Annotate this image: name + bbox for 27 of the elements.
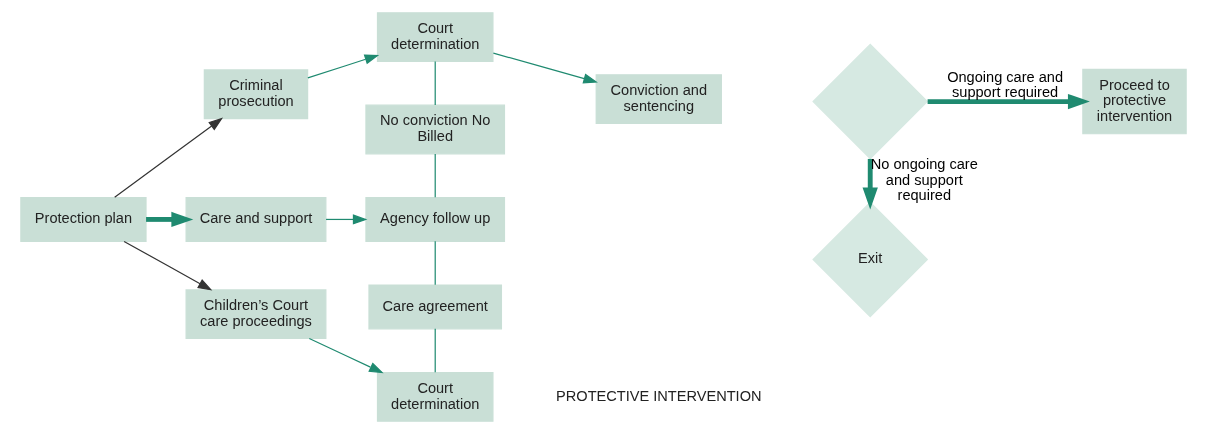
arrow: [123, 240, 212, 291]
node-box: No conviction No Billed: [364, 104, 505, 155]
arrow: [324, 214, 367, 225]
node-box: Criminal prosecution: [203, 69, 308, 120]
arrow: [862, 158, 878, 210]
node-box: Children’s Court care proceedings: [185, 289, 326, 340]
node-box: Court determination: [376, 12, 494, 63]
node-box: Proceed to protective intervention: [1081, 68, 1187, 135]
node-box: Conviction and sentencing: [595, 74, 722, 125]
label: PROTECTIVE INTERVENTION: [555, 387, 762, 404]
arrow: [306, 54, 379, 79]
node-box: Agency follow up: [364, 196, 505, 242]
arrow: [927, 93, 1090, 110]
edge-label: Ongoing care and support required: [946, 68, 1063, 101]
node-box: Care agreement: [367, 284, 502, 330]
arrow: [492, 52, 598, 84]
node-diamond: [811, 43, 928, 160]
connector: [434, 240, 436, 286]
node-box: Court determination: [376, 371, 494, 422]
arrow: [145, 211, 193, 228]
connector: [434, 60, 436, 106]
connector: [434, 153, 436, 198]
node-box: Care and support: [185, 196, 326, 242]
arrow: [308, 337, 384, 374]
connector: [434, 328, 436, 373]
arrow: [113, 117, 223, 198]
node-box: Protection plan: [19, 196, 147, 242]
